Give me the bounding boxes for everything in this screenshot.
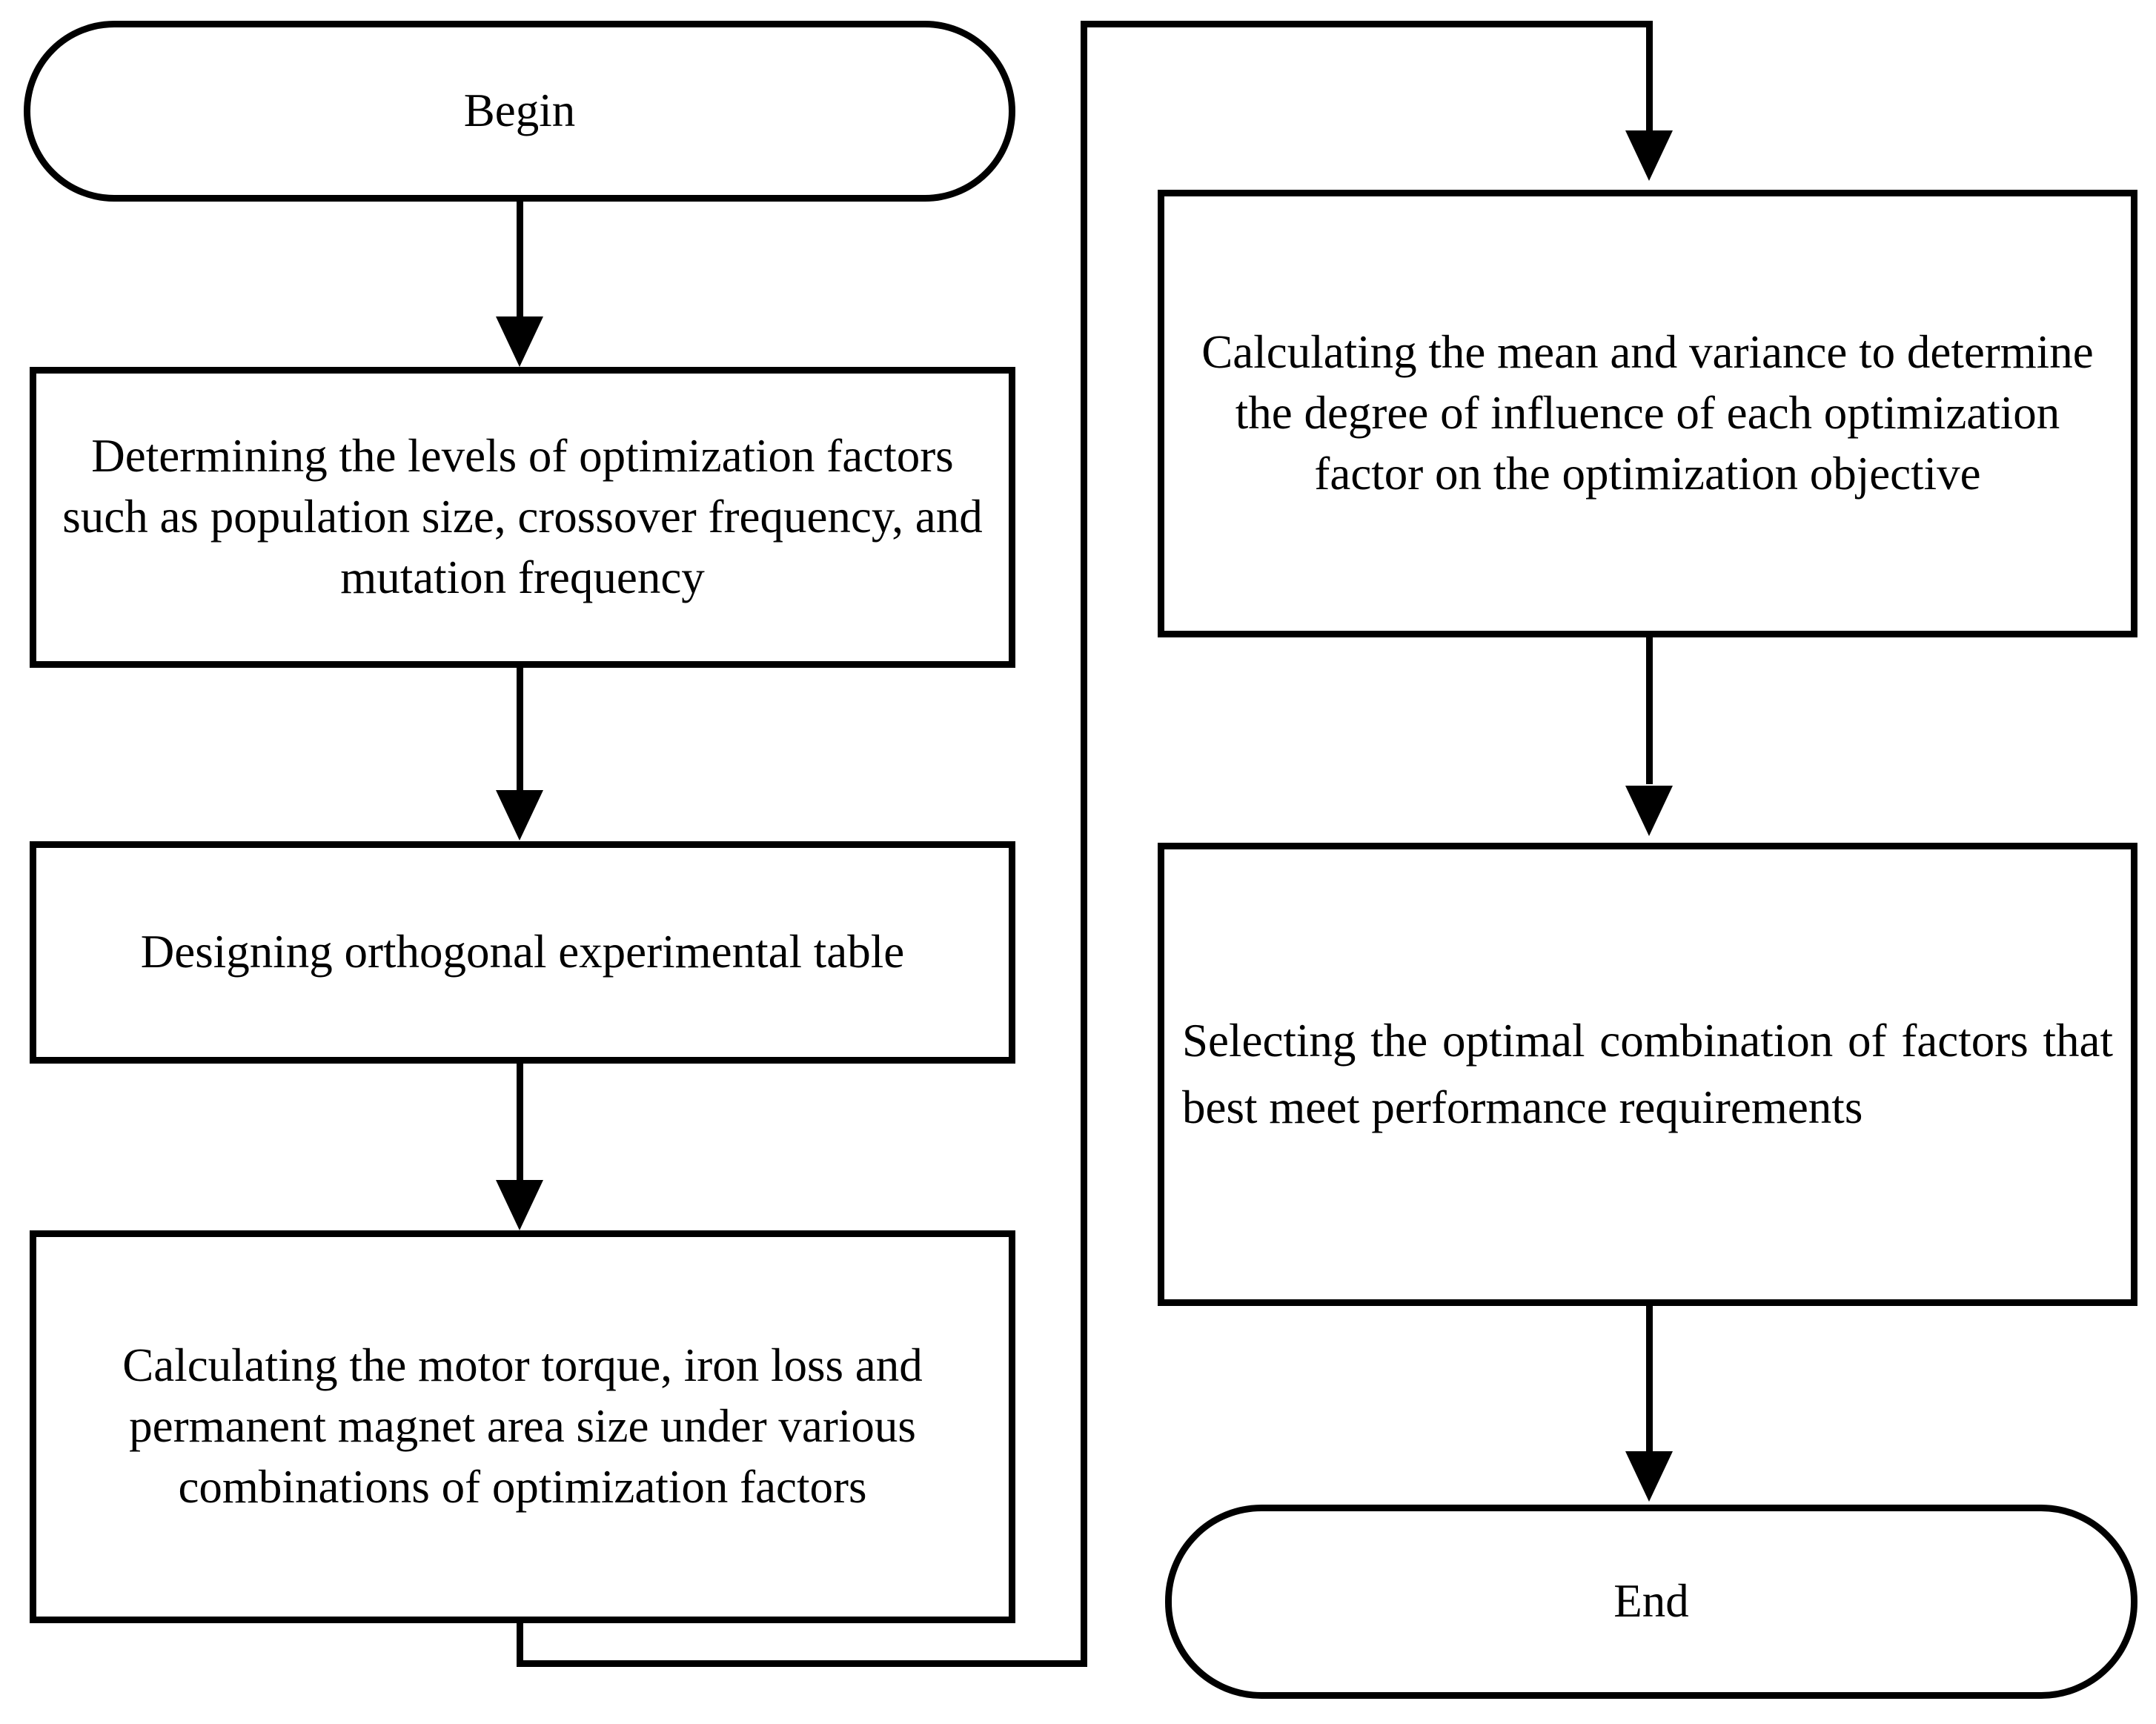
edge-step3-step4-seg-right-bottom	[517, 1660, 1087, 1667]
node-end[interactable]: End	[1165, 1505, 2137, 1699]
node-step4[interactable]: Calculating the mean and variance to det…	[1158, 190, 2137, 637]
edge-step1-step2-arrow	[496, 790, 543, 841]
edge-begin-step1-line	[517, 199, 523, 319]
edge-step4-step5-line	[1646, 636, 1653, 784]
node-step5-label: Selecting the optimal combination of fac…	[1182, 1015, 2113, 1133]
edge-step1-step2-line	[517, 666, 523, 792]
node-step4-label: Calculating the mean and variance to det…	[1201, 326, 2094, 500]
node-step2-label: Designing orthogonal experimental table	[140, 926, 905, 978]
edge-begin-step1-arrow	[496, 316, 543, 367]
node-begin[interactable]: Begin	[24, 21, 1015, 202]
edge-step2-step3-line	[517, 1061, 523, 1181]
edge-step3-step4-seg-right-top	[1081, 21, 1653, 27]
edge-step3-step4-arrow	[1625, 130, 1673, 181]
node-end-label: End	[1613, 1575, 1689, 1628]
node-step5[interactable]: Selecting the optimal combination of fac…	[1158, 843, 2137, 1306]
edge-step2-step3-arrow	[496, 1180, 543, 1230]
edge-step3-step4-seg-up-middle	[1081, 22, 1087, 1664]
edge-step3-step4-seg-down-left	[517, 1620, 523, 1667]
edge-step5-end-line	[1646, 1304, 1653, 1453]
edge-step4-step5-arrow	[1625, 786, 1673, 836]
node-step3[interactable]: Calculating the motor torque, iron loss …	[30, 1230, 1015, 1623]
node-step2[interactable]: Designing orthogonal experimental table	[30, 841, 1015, 1064]
node-step1[interactable]: Determining the levels of optimization f…	[30, 367, 1015, 668]
edge-step3-step4-seg-down-right	[1646, 21, 1653, 132]
edge-step5-end-arrow	[1625, 1451, 1673, 1502]
node-step1-label: Determining the levels of optimization f…	[62, 430, 983, 603]
node-begin-label: Begin	[463, 84, 576, 137]
node-step3-label: Calculating the motor torque, iron loss …	[122, 1339, 923, 1513]
